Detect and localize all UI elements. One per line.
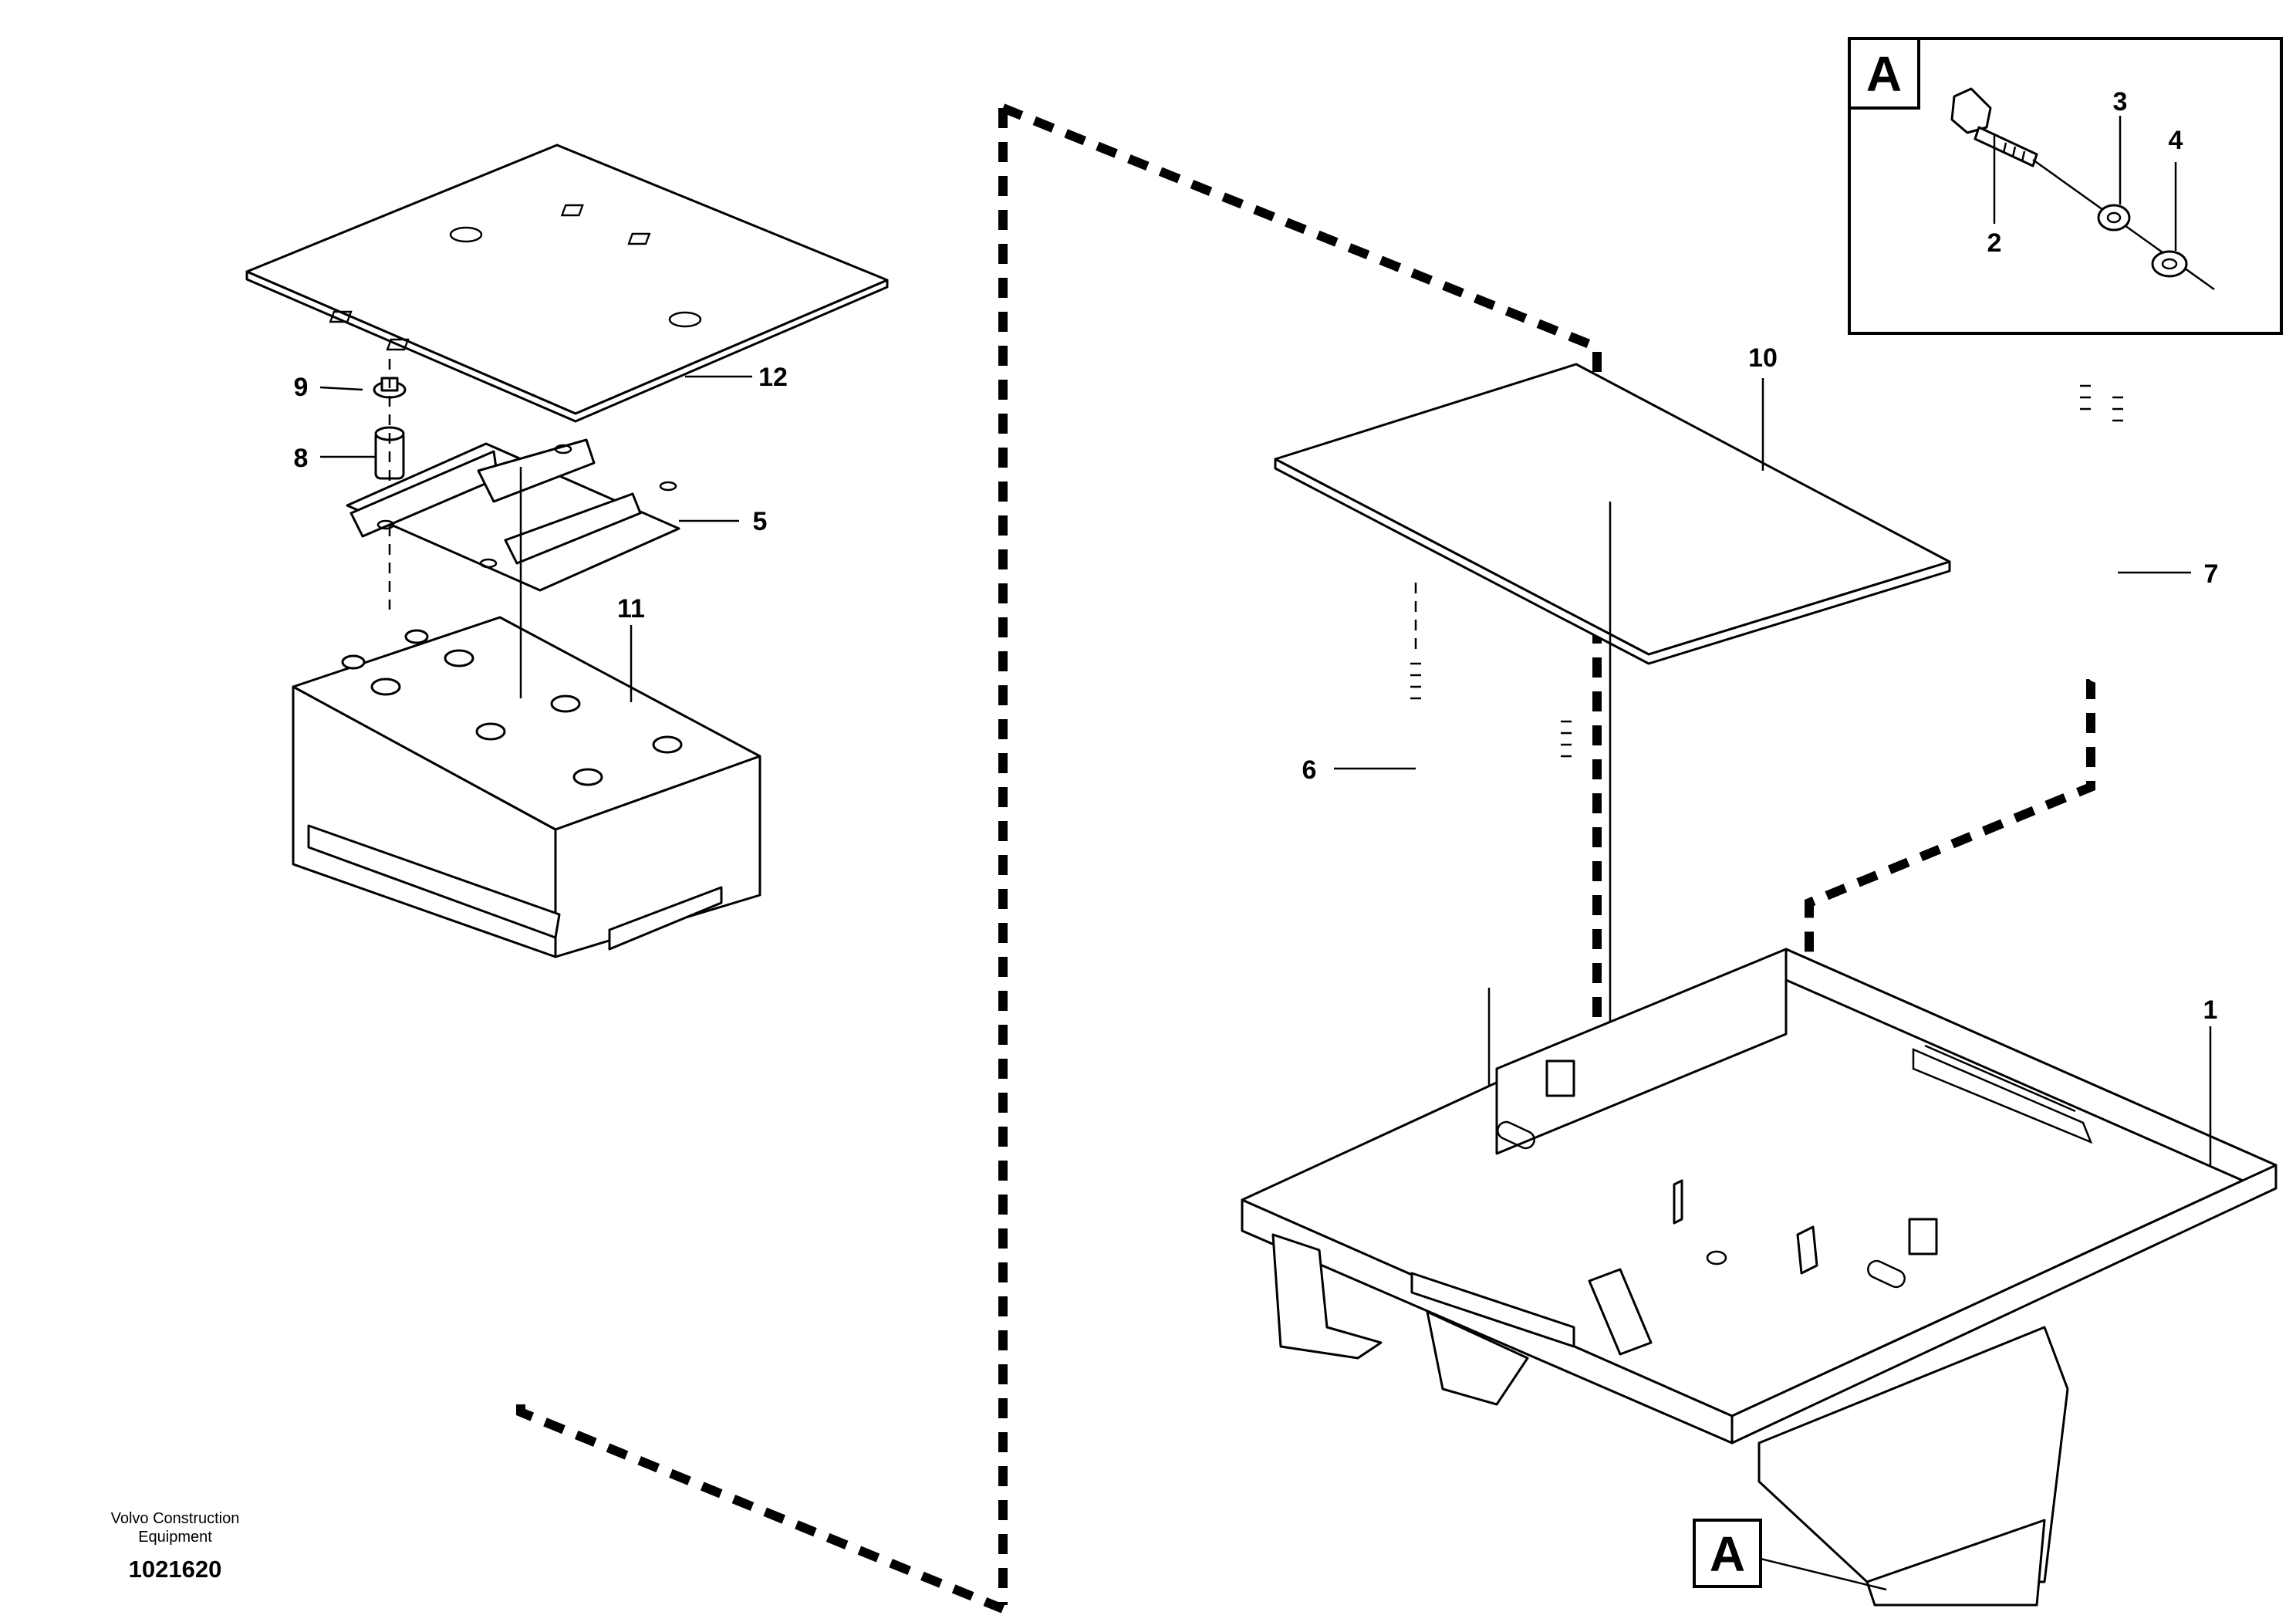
battery — [292, 616, 761, 958]
location-marker-a: A — [1693, 1519, 1887, 1591]
callout-leaders — [319, 375, 2212, 1165]
flange-nut — [373, 377, 407, 399]
callout-numbers: 1 2 3 4 5 6 7 8 9 10 11 12 — [294, 87, 2219, 1025]
callout-5: 5 — [753, 507, 768, 536]
callout-1: 1 — [2203, 995, 2218, 1025]
detail-view-a: A — [1848, 37, 2283, 335]
washer — [2097, 204, 2131, 231]
callout-6: 6 — [1302, 755, 1317, 785]
battery-terminal-caps — [341, 629, 683, 786]
callout-8: 8 — [294, 444, 309, 473]
battery-box — [1241, 948, 2277, 1607]
lock-nut — [2151, 250, 2188, 278]
footer-credit: Volvo Construction Equipment 1021620 — [111, 1510, 240, 1583]
credit-line-1: Volvo Construction — [111, 1510, 240, 1527]
document-number: 1021620 — [129, 1556, 222, 1583]
callout-2: 2 — [1987, 228, 2002, 258]
detail-box-label: A — [1866, 46, 1902, 102]
callout-10: 10 — [1748, 343, 1778, 373]
battery-hold-down-frame — [346, 438, 680, 592]
callout-9: 9 — [294, 373, 309, 402]
location-marker-label: A — [1710, 1526, 1745, 1582]
callout-11: 11 — [617, 594, 645, 623]
flange-bolt — [1950, 87, 2038, 167]
callout-3: 3 — [2113, 87, 2128, 117]
callout-7: 7 — [2204, 559, 2219, 589]
callout-4: 4 — [2169, 126, 2183, 155]
battery-mat — [1274, 363, 1951, 665]
u-bolt-left — [1410, 583, 1572, 1021]
u-bolt-right — [2080, 384, 2123, 684]
callout-12: 12 — [758, 363, 788, 392]
cover-plate — [245, 144, 889, 423]
credit-line-2: Equipment — [138, 1529, 212, 1546]
